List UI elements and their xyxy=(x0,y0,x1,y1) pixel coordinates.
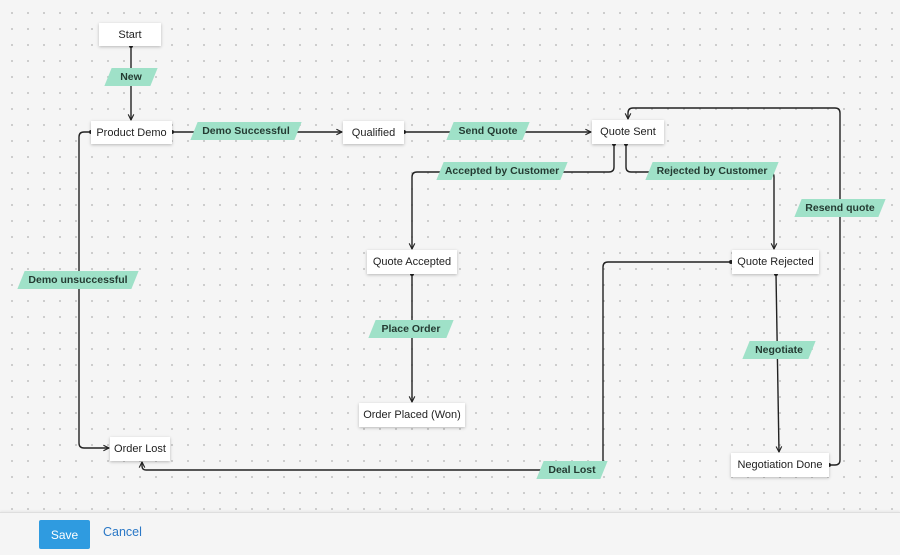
transition-label: New xyxy=(120,71,142,83)
transition-label: Demo unsuccessful xyxy=(28,274,128,286)
save-button[interactable]: Save xyxy=(39,520,90,549)
transition-label: Demo Successful xyxy=(202,125,290,137)
state-label: Product Demo xyxy=(96,126,167,139)
state-quote-rejected[interactable]: Quote Rejected xyxy=(732,250,819,274)
edge-deal-lost[interactable] xyxy=(142,261,731,471)
edge-negotiate[interactable] xyxy=(775,273,779,452)
state-label: Negotiation Done xyxy=(737,459,823,471)
edge-accepted-by-customer[interactable] xyxy=(412,144,615,249)
state-label: Quote Accepted xyxy=(372,256,452,268)
transition-negotiate[interactable]: Negotiate xyxy=(742,341,816,359)
transition-new[interactable]: New xyxy=(104,68,158,86)
state-label: Quote Rejected xyxy=(737,256,814,268)
transition-label: Place Order xyxy=(381,323,441,335)
transition-deal-lost[interactable]: Deal Lost xyxy=(536,461,608,479)
state-label: Start xyxy=(118,28,142,41)
transition-label: Negotiate xyxy=(755,344,803,356)
transition-accepted-by-customer[interactable]: Accepted by Customer xyxy=(436,162,568,180)
transition-resend-quote[interactable]: Resend quote xyxy=(794,199,886,217)
transition-label: Accepted by Customer xyxy=(444,165,560,177)
transition-label: Deal Lost xyxy=(548,464,596,476)
state-label: Order Placed (Won) xyxy=(363,409,461,421)
state-order-lost[interactable]: Order Lost xyxy=(110,437,170,461)
edge-demo-unsuccessful[interactable] xyxy=(78,131,109,448)
transition-send-quote[interactable]: Send Quote xyxy=(446,122,530,140)
action-bar: Save Cancel xyxy=(0,512,900,555)
transition-label: Send Quote xyxy=(458,125,518,137)
transition-place-order[interactable]: Place Order xyxy=(368,320,454,338)
transition-rejected-by-customer[interactable]: Rejected by Customer xyxy=(645,162,779,180)
cancel-link[interactable]: Cancel xyxy=(103,525,142,539)
state-quote-sent[interactable]: Quote Sent xyxy=(592,120,664,144)
state-label: Order Lost xyxy=(114,443,166,455)
state-label: Qualified xyxy=(351,126,396,139)
edge-resend-quote[interactable] xyxy=(628,107,841,466)
transition-demo-unsuccessful[interactable]: Demo unsuccessful xyxy=(17,271,139,289)
transition-label: Resend quote xyxy=(805,202,875,214)
state-order-placed-won[interactable]: Order Placed (Won) xyxy=(359,403,465,427)
state-negotiation-done[interactable]: Negotiation Done xyxy=(731,453,829,477)
edge-rejected-by-customer[interactable] xyxy=(625,144,774,249)
state-label: Quote Sent xyxy=(600,126,656,138)
state-start[interactable]: Start xyxy=(99,23,161,46)
workflow-canvas[interactable]: Start Product Demo Qualified Quote Sent … xyxy=(0,0,900,512)
state-qualified[interactable]: Qualified xyxy=(343,121,404,144)
state-product-demo[interactable]: Product Demo xyxy=(91,121,172,144)
transition-label: Rejected by Customer xyxy=(656,165,768,177)
state-quote-accepted[interactable]: Quote Accepted xyxy=(367,250,457,274)
transition-demo-successful[interactable]: Demo Successful xyxy=(190,122,302,140)
